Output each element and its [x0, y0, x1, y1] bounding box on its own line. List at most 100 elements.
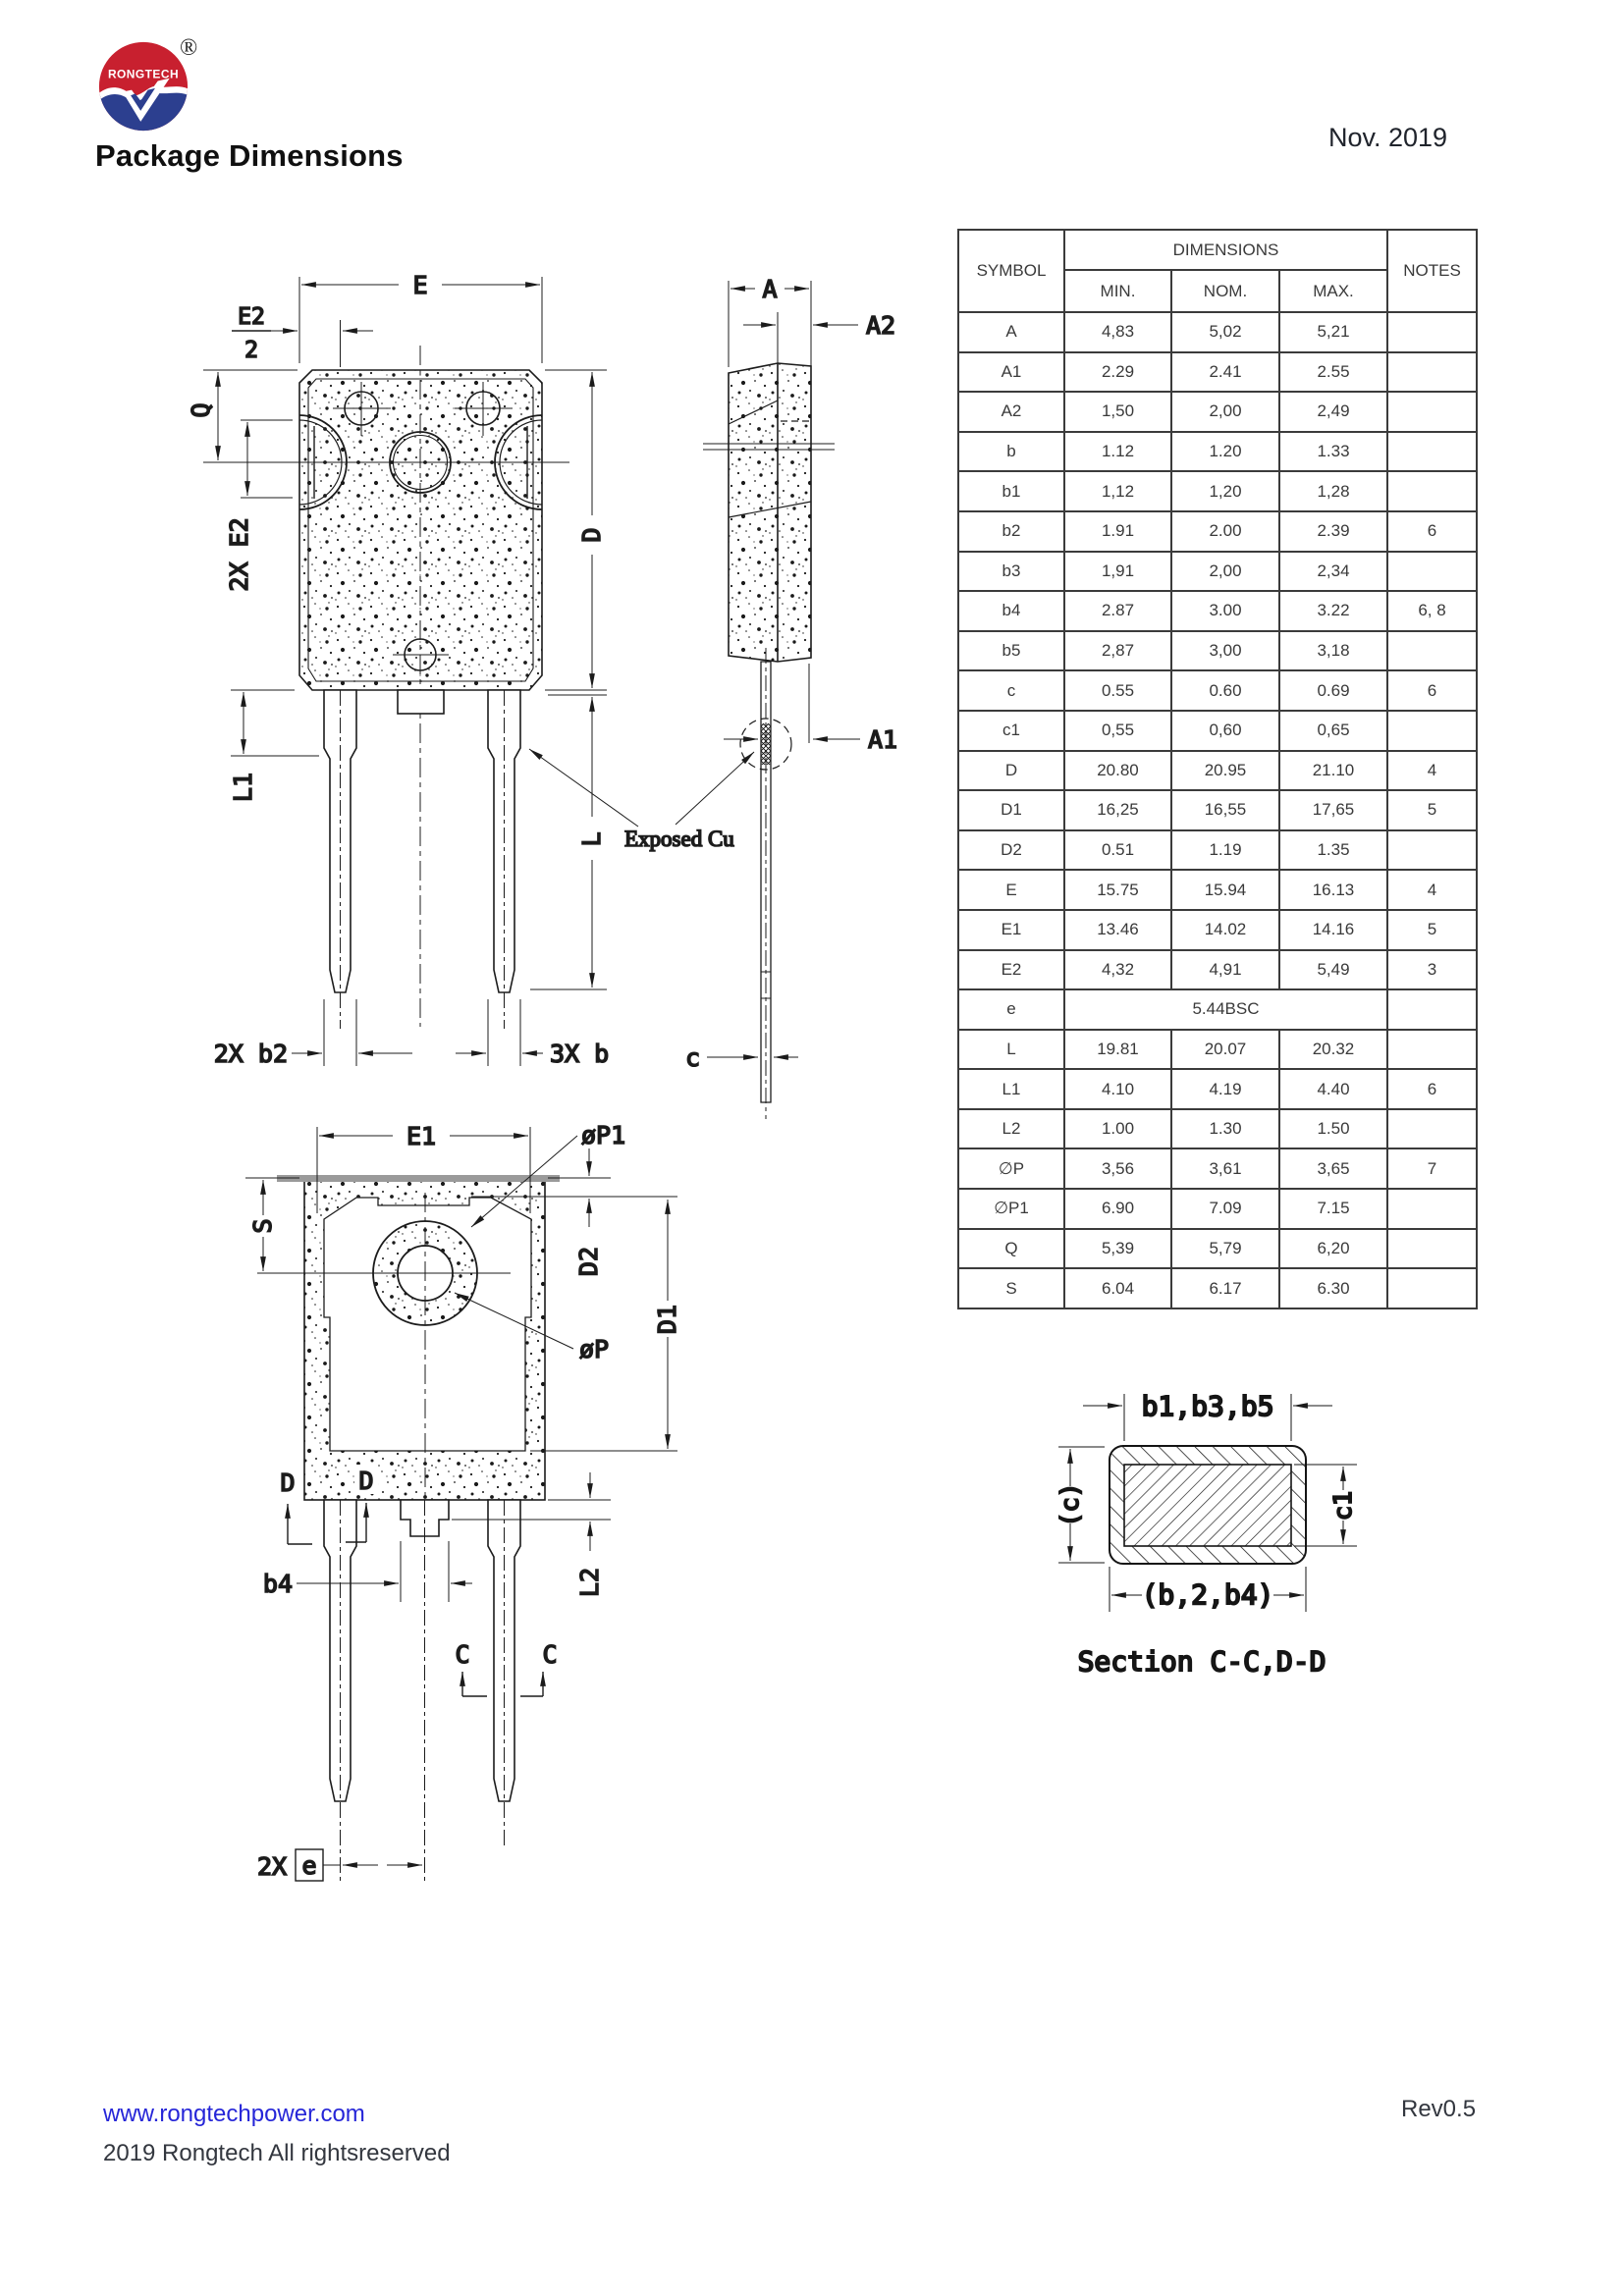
cell-notes — [1386, 391, 1478, 433]
cell-max: 1.33 — [1278, 430, 1388, 473]
cell-max: 2,49 — [1278, 391, 1388, 433]
cell-max: 21.10 — [1278, 749, 1388, 792]
cell-notes — [1386, 1188, 1478, 1230]
dim-label-c-paren: (c) — [1056, 1482, 1084, 1526]
cell-nom: 2.00 — [1170, 509, 1280, 553]
cell-symbol: L — [957, 1028, 1065, 1071]
dim-label-2x: 2X — [257, 1852, 287, 1881]
cell-max: 5,21 — [1278, 311, 1388, 353]
cell-notes — [1386, 709, 1478, 752]
cell-nom: 6.17 — [1170, 1267, 1280, 1309]
cell-nom: 3.00 — [1170, 590, 1280, 632]
dim-label-L1: L1 — [229, 773, 257, 802]
cell-max: 0.69 — [1278, 669, 1388, 712]
cell-min: 1.12 — [1063, 430, 1172, 473]
cell-notes — [1386, 311, 1478, 353]
registered-mark: ® — [180, 35, 198, 61]
dim-label-b4: b4 — [263, 1570, 293, 1598]
cell-max: 3,18 — [1278, 629, 1388, 672]
col-max: MAX. — [1278, 269, 1388, 313]
cell-symbol: b2 — [957, 509, 1065, 553]
cell-min: 1.00 — [1063, 1107, 1172, 1150]
section-caption: Section C-C,D-D — [1078, 1645, 1326, 1678]
dim-label-D2: D2 — [574, 1247, 603, 1276]
section-cut-label-C: C — [455, 1640, 469, 1669]
cell-notes — [1386, 350, 1478, 394]
cell-notes — [1386, 470, 1478, 512]
cell-nom: 16,55 — [1170, 789, 1280, 831]
cell-notes: 5 — [1386, 908, 1478, 951]
cell-max: 1,28 — [1278, 470, 1388, 512]
cell-min: 1,12 — [1063, 470, 1172, 512]
cell-notes — [1386, 430, 1478, 473]
cell-nom: 0,60 — [1170, 709, 1280, 752]
col-notes: NOTES — [1386, 229, 1478, 313]
dim-label-Q: Q — [187, 402, 215, 417]
cell-max: 3,65 — [1278, 1148, 1388, 1191]
cell-nom: 4.19 — [1170, 1068, 1280, 1110]
cell-notes: 3 — [1386, 948, 1478, 991]
cell-notes — [1386, 1107, 1478, 1150]
revision-label: Rev0.5 — [1401, 2096, 1477, 2122]
cell-symbol: b1 — [957, 470, 1065, 512]
section-cut-label-D: D — [280, 1468, 295, 1497]
dim-label-A1: A1 — [868, 725, 897, 754]
cell-symbol: b3 — [957, 550, 1065, 593]
logo-text: RONGTECH — [108, 68, 179, 81]
cell-notes: 6 — [1386, 1068, 1478, 1110]
cell-symbol: ∅P — [957, 1148, 1065, 1191]
cell-notes — [1386, 1227, 1478, 1270]
cell-symbol: E1 — [957, 908, 1065, 951]
dim-label-D1: D1 — [653, 1305, 681, 1334]
cell-symbol: E2 — [957, 948, 1065, 991]
cell-min: 5,39 — [1063, 1227, 1172, 1270]
col-dimensions: DIMENSIONS — [1063, 229, 1388, 271]
dim-label-b2b4: (b,2,b4) — [1142, 1578, 1274, 1611]
cell-notes — [1386, 550, 1478, 593]
cell-symbol: L2 — [957, 1107, 1065, 1150]
cell-nom: 0.60 — [1170, 669, 1280, 712]
cell-min: 2,87 — [1063, 629, 1172, 672]
col-nom: NOM. — [1170, 269, 1280, 313]
cell-max: 17,65 — [1278, 789, 1388, 831]
cell-symbol: b — [957, 430, 1065, 473]
cell-max: 20.32 — [1278, 1028, 1388, 1071]
page-title: Package Dimensions — [95, 138, 404, 173]
website-link[interactable]: www.rongtechpower.com — [103, 2101, 365, 2127]
cell-symbol: ∅P1 — [957, 1188, 1065, 1230]
cell-notes: 6, 8 — [1386, 590, 1478, 632]
cell-span-value: 5.44BSC — [1063, 988, 1388, 1031]
cell-min: 1,50 — [1063, 391, 1172, 433]
section-cut-label-C: C — [542, 1640, 557, 1669]
rongtech-logo: RONGTECH — [98, 41, 189, 132]
cell-notes: 6 — [1386, 669, 1478, 712]
dim-label-E: E — [412, 271, 427, 299]
cell-nom: 2,00 — [1170, 550, 1280, 593]
cell-min: 4.10 — [1063, 1068, 1172, 1110]
cell-min: 0.51 — [1063, 828, 1172, 872]
dim-label-e: e — [301, 1851, 316, 1880]
cell-nom: 1.19 — [1170, 828, 1280, 872]
cell-symbol: E — [957, 869, 1065, 911]
cell-max: 1.35 — [1278, 828, 1388, 872]
cell-notes — [1386, 828, 1478, 872]
cell-min: 6.90 — [1063, 1188, 1172, 1230]
cell-notes — [1386, 1028, 1478, 1071]
cell-symbol: L1 — [957, 1068, 1065, 1110]
cell-min: 19.81 — [1063, 1028, 1172, 1071]
cell-notes: 4 — [1386, 749, 1478, 792]
